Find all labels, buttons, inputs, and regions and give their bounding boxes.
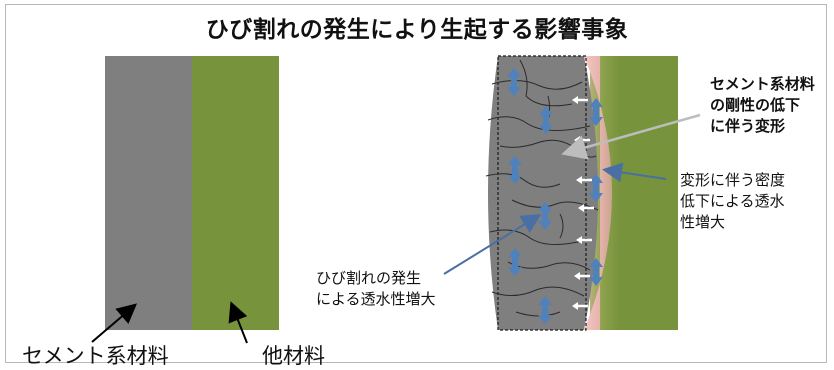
deformation-label: セメント系材料 の剛性の低下 に伴う変形 xyxy=(710,74,815,137)
crack-pointer-line xyxy=(443,213,542,275)
cement-material-label: セメント系材料 xyxy=(22,344,169,368)
density-label-line-3: 性増大 xyxy=(680,213,726,231)
density-label-line-1: 変形に伴う密度 xyxy=(680,171,786,189)
deformed-cement-block xyxy=(488,56,598,330)
density-label: 変形に伴う密度 低下による透水 性増大 xyxy=(680,170,785,233)
deformation-zone xyxy=(584,56,612,330)
other-material-label: 他材料 xyxy=(262,344,325,368)
density-pointer-line xyxy=(602,162,667,183)
deformation-label-line-1: セメント系材料 xyxy=(710,75,815,93)
crack-label: ひび割れの発生 による透水性増大 xyxy=(316,268,436,310)
density-label-line-2: 低下による透水 xyxy=(680,192,785,210)
crack-label-line-1: ひび割れの発生 xyxy=(316,269,422,287)
other-material-block xyxy=(192,56,279,330)
original-outline xyxy=(497,55,587,331)
slide-title: ひび割れの発生により生起する影響事象 xyxy=(205,17,629,43)
deformation-pointer-line xyxy=(561,113,701,160)
deformation-label-line-3: に伴う変形 xyxy=(710,117,786,135)
crack-label-line-2: による透水性増大 xyxy=(316,290,436,308)
other-material-pointer-arrow xyxy=(228,301,248,344)
deformation-label-line-2: の剛性の低下 xyxy=(710,96,801,114)
cement-block xyxy=(105,56,192,330)
slide-frame xyxy=(5,4,827,363)
cement-pointer-arrow xyxy=(91,303,138,343)
crack-lines xyxy=(485,59,599,317)
